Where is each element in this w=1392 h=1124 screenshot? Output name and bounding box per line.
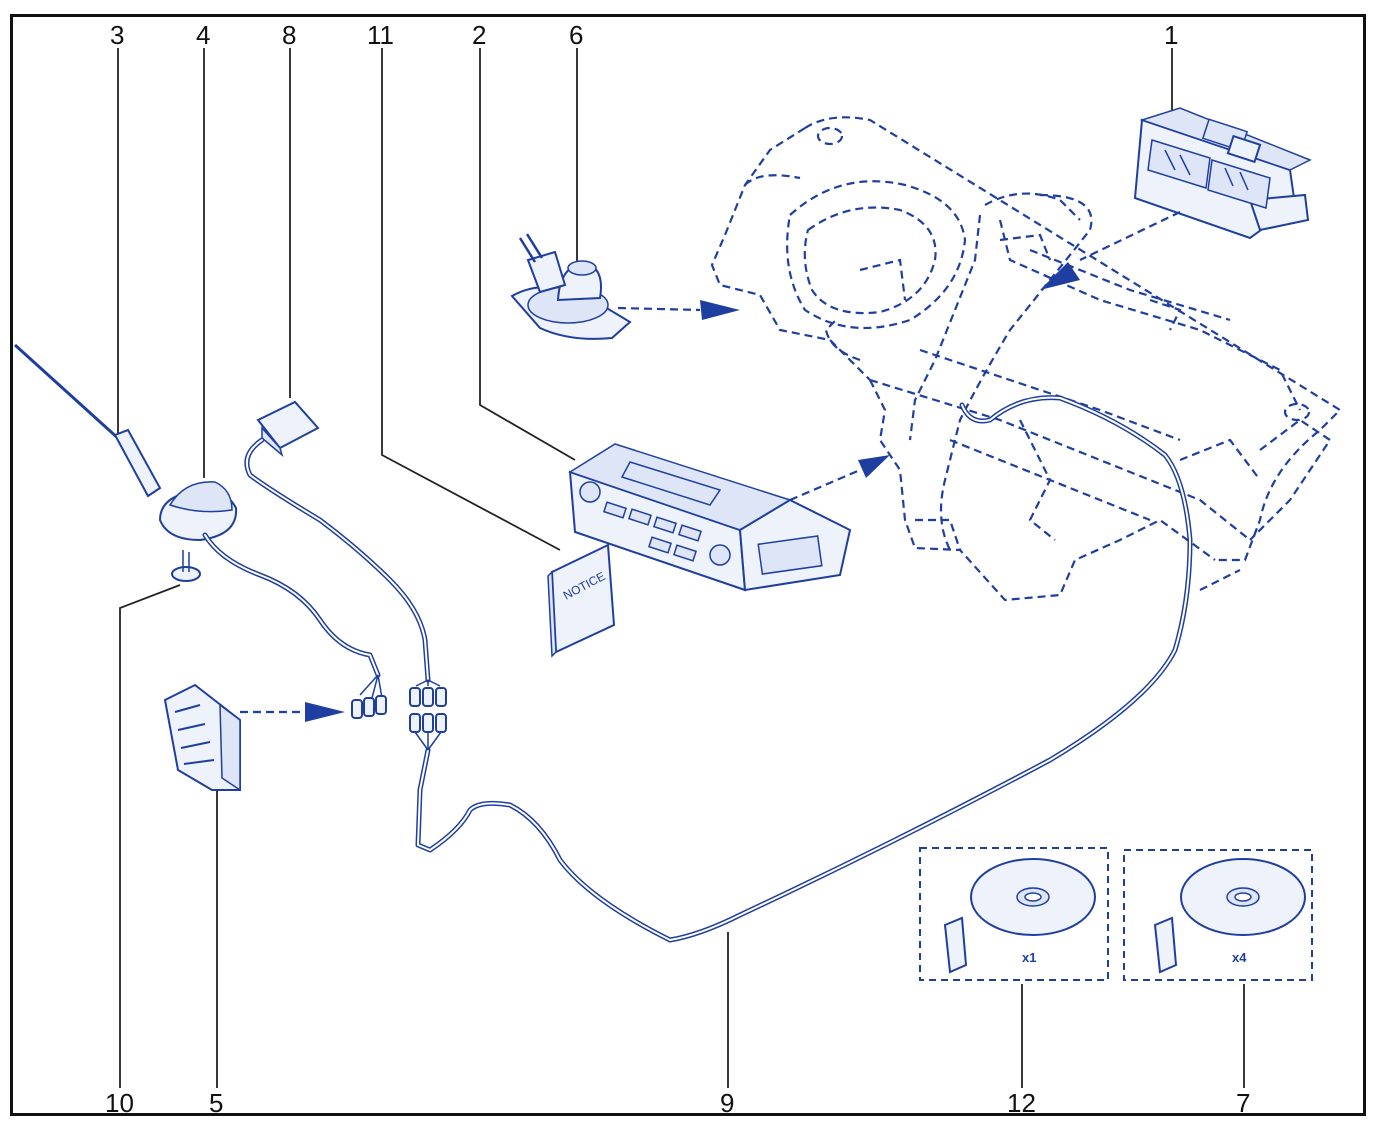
notice-booklet: NOTICE (547, 543, 616, 658)
gps-connectors (409, 679, 447, 751)
dashboard-outline (710, 116, 1342, 602)
callout-4: 4 (196, 20, 210, 50)
climate-control-panel (1133, 107, 1312, 240)
arrow-speaker (700, 300, 740, 320)
leader-lines (117, 48, 1245, 1088)
antenna-base (158, 481, 238, 542)
callouts-top: 3 4 8 11 2 6 1 (110, 20, 1178, 50)
qty-label-7: x4 (1232, 950, 1247, 965)
callout-12: 12 (1007, 1088, 1036, 1118)
connector-housing (163, 683, 241, 792)
callout-2: 2 (472, 20, 486, 50)
callout-10: 10 (105, 1088, 134, 1118)
callout-9: 9 (720, 1088, 734, 1118)
cables (202, 395, 1193, 943)
callout-5: 5 (209, 1088, 223, 1118)
arrow-housing (305, 702, 345, 722)
antenna-nut (171, 550, 201, 582)
radio-unit (568, 443, 852, 592)
qty-label-12: x1 (1022, 950, 1036, 965)
callout-11: 11 (367, 20, 394, 50)
callout-8: 8 (282, 20, 296, 50)
arrow-radio (858, 455, 890, 478)
antenna-rod (13, 343, 162, 498)
media-kit-box-12: x1 (919, 847, 1109, 981)
callout-7: 7 (1236, 1088, 1250, 1118)
speaker (510, 233, 632, 340)
gps-antenna (256, 400, 320, 458)
callout-6: 6 (569, 20, 583, 50)
media-kit-box-7: x4 (1123, 849, 1313, 981)
arrow-to-dashboard (1040, 262, 1080, 290)
diagram-frame (10, 14, 1366, 1116)
callout-3: 3 (110, 20, 124, 50)
antenna-connectors (351, 674, 387, 719)
callouts-bottom: 10 5 9 12 7 (105, 1088, 1250, 1118)
callout-1: 1 (1164, 20, 1178, 50)
